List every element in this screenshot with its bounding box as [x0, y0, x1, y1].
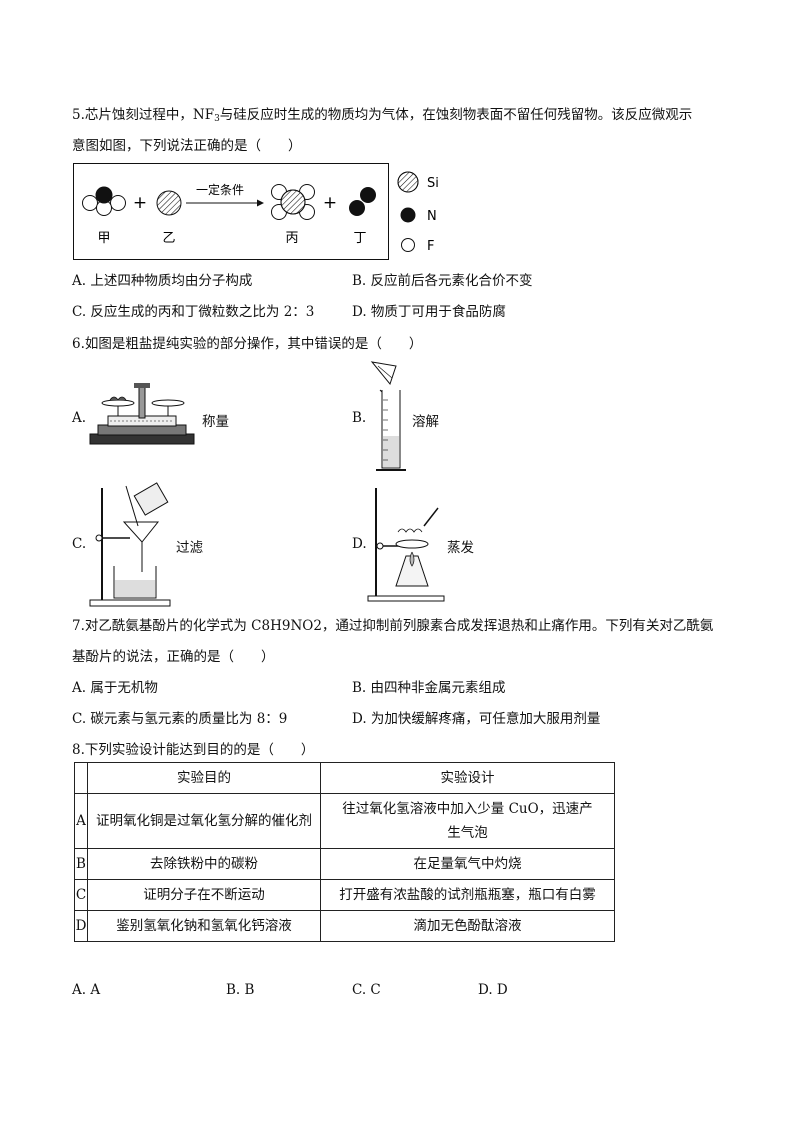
- q8-table: 实验目的 实验设计 A 证明氧化铜是过氧化氢分解的催化剂 往过氧化氢溶液中加入少…: [74, 762, 615, 942]
- q6-caption-a: 称量: [202, 414, 229, 430]
- q8-option-b[interactable]: B. B: [226, 982, 255, 998]
- row-purpose: 去除铁粉中的碳粉: [87, 848, 321, 880]
- row-key: C: [74, 879, 88, 911]
- table-row: B 去除铁粉中的碳粉 在足量氧气中灼烧: [74, 848, 615, 880]
- table-row: C 证明分子在不断运动 打开盛有浓盐酸的试剂瓶瓶塞，瓶口有白雾: [74, 879, 615, 911]
- row-design: 滴加无色酚酞溶液: [320, 910, 615, 942]
- q6-option-d-letter[interactable]: D.: [352, 536, 367, 552]
- reaction-diagram: 甲 + 乙 一定条件 丙 + 丁: [82, 182, 376, 246]
- header-purpose: 实验目的: [87, 762, 321, 794]
- q5-option-a[interactable]: A. 上述四种物质均由分子构成: [72, 273, 253, 289]
- label-ding: 丁: [353, 231, 366, 246]
- row-key: B: [74, 848, 88, 880]
- q8-option-d[interactable]: D. D: [478, 982, 508, 998]
- q6-caption-c: 过滤: [176, 540, 203, 556]
- row-purpose: 鉴别氢氧化钠和氢氧化钙溶液: [87, 910, 321, 942]
- molecule-jia-icon: [82, 186, 126, 216]
- q6-option-c-letter[interactable]: C.: [72, 536, 87, 552]
- molecule-yi-icon: [156, 190, 182, 216]
- label-jia: 甲: [97, 231, 110, 246]
- plus-sign-2: +: [323, 193, 337, 213]
- q7-stem-line2: 基酚片的说法，正确的是（ ）: [72, 649, 275, 665]
- q6-caption-d: 蒸发: [447, 540, 474, 556]
- legend-si: Si: [427, 176, 439, 191]
- n-atom-icon: [400, 207, 416, 223]
- table-header-row: 实验目的 实验设计: [74, 762, 615, 794]
- diagram-legend: Si N F: [397, 171, 439, 254]
- row-key: D: [74, 910, 88, 942]
- q5-option-d[interactable]: D. 物质丁可用于食品防腐: [352, 304, 506, 320]
- q7-option-c[interactable]: C. 碳元素与氢元素的质量比为 8：9: [72, 711, 288, 727]
- label-yi: 乙: [162, 231, 175, 246]
- q8-option-c[interactable]: C. C: [352, 982, 381, 998]
- q7-option-a[interactable]: A. 属于无机物: [72, 680, 158, 696]
- q5-stem-line2: 意图如图，下列说法正确的是（ ）: [72, 138, 302, 154]
- header-design: 实验设计: [320, 762, 615, 794]
- q7-option-d[interactable]: D. 为加快缓解疼痛，可任意加大服用剂量: [352, 711, 601, 727]
- q8-option-a[interactable]: A. A: [72, 982, 101, 998]
- evaporation-setup-icon: [367, 488, 445, 602]
- q7-option-b[interactable]: B. 由四种非金属元素组成: [352, 680, 506, 696]
- row-purpose: 证明分子在不断运动: [87, 879, 321, 911]
- q6-option-a-letter[interactable]: A.: [72, 410, 87, 426]
- graduated-cylinder-icon: [370, 361, 406, 471]
- plus-sign-1: +: [133, 193, 147, 213]
- molecule-bing-icon: [271, 184, 315, 220]
- filtration-setup-icon: [89, 482, 171, 607]
- legend-f: F: [427, 239, 434, 254]
- legend-n: N: [427, 209, 437, 224]
- arrow-head-icon: [257, 199, 264, 207]
- molecule-ding-icon: [349, 187, 376, 216]
- row-design: 在足量氧气中灼烧: [320, 848, 615, 880]
- q8-stem: 8.下列实验设计能达到目的的是（ ）: [72, 742, 315, 758]
- q5-option-b[interactable]: B. 反应前后各元素化合价不变: [352, 273, 533, 289]
- row-purpose: 证明氧化铜是过氧化氢分解的催化剂: [87, 793, 321, 849]
- table-row: A 证明氧化铜是过氧化氢分解的催化剂 往过氧化氢溶液中加入少量 CuO，迅速产生…: [74, 793, 615, 849]
- q6-stem: 6.如图是粗盐提纯实验的部分操作，其中错误的是（ ）: [72, 336, 423, 352]
- row-design: 打开盛有浓盐酸的试剂瓶瓶塞，瓶口有白雾: [320, 879, 615, 911]
- q5-stem-line1: 5.芯片蚀刻过程中，NF3与硅反应时生成的物质均为气体，在蚀刻物表面不留任何残留…: [72, 107, 693, 124]
- q6-caption-b: 溶解: [412, 414, 439, 430]
- label-bing: 丙: [285, 231, 298, 246]
- balance-scale-icon: [89, 383, 195, 445]
- reaction-diagram-box: 甲 + 乙 一定条件 丙 + 丁: [73, 163, 389, 260]
- row-key: A: [74, 793, 88, 849]
- row-design: 往过氧化氢溶液中加入少量 CuO，迅速产生气泡: [320, 793, 615, 849]
- q6-option-b-letter[interactable]: B.: [352, 410, 367, 426]
- f-atom-icon: [401, 238, 415, 252]
- q7-stem-line1: 7.对乙酰氨基酚片的化学式为 C8H9NO2，通过抑制前列腺素合成发挥退热和止痛…: [72, 618, 714, 634]
- condition-label: 一定条件: [196, 182, 244, 197]
- table-row: D 鉴别氢氧化钠和氢氧化钙溶液 滴加无色酚酞溶液: [74, 910, 615, 942]
- q5-option-c[interactable]: C. 反应生成的丙和丁微粒数之比为 2：3: [72, 304, 315, 320]
